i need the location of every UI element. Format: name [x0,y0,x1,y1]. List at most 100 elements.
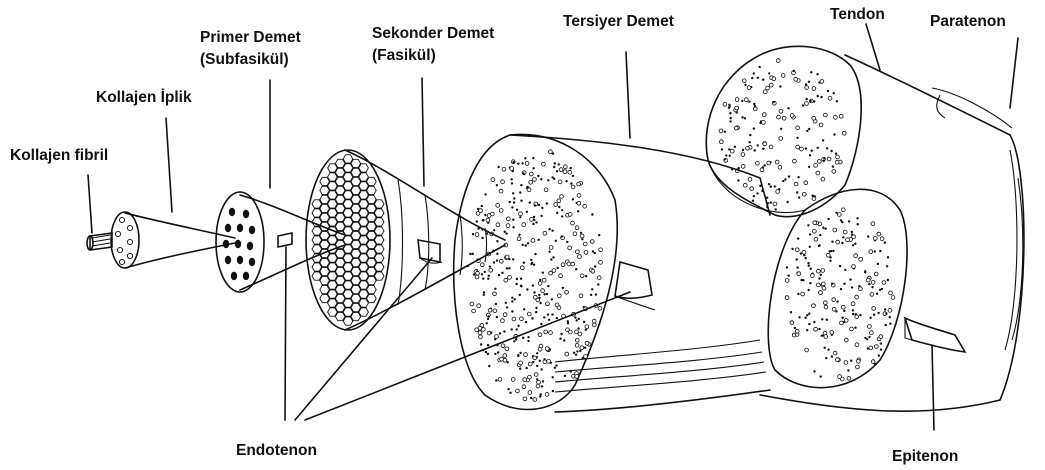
tissue-speckle [762,121,766,125]
tissue-speckle [533,219,535,221]
hex-cell [335,276,345,284]
tissue-speckle [539,279,541,281]
tissue-speckle [542,272,544,274]
hex-cell [351,204,361,212]
tissue-speckle [552,152,554,154]
hex-cell [359,209,369,217]
tissue-speckle [532,167,534,169]
tissue-speckle [519,368,521,370]
tissue-speckle [879,250,881,252]
hex-cell [343,191,353,199]
tissue-speckle [475,233,479,237]
hex-cell [320,204,330,212]
tissue-speckle [888,309,892,313]
tissue-speckle [575,330,579,334]
fiber-bundle-dot [231,272,237,280]
tissue-speckle [854,327,856,329]
tissue-speckle [801,292,805,296]
tissue-speckle [729,120,731,122]
tissue-speckle [505,302,507,304]
tissue-speckle [816,269,820,273]
tissue-speckle [525,244,527,246]
tissue-speckle [487,353,489,355]
hex-cell [374,254,384,262]
tissue-speckle [719,140,723,144]
tissue-speckle [825,357,827,359]
tissue-speckle [807,224,809,226]
tissue-speckle [808,128,810,130]
tissue-speckle [532,361,534,363]
tissue-speckle [832,165,834,167]
hex-cell [328,236,338,244]
hex-cell [320,258,330,266]
tissue-speckle [728,148,730,150]
tissue-speckle [539,395,541,397]
tissue-speckle [558,294,562,298]
tissue-speckle [729,155,731,157]
tissue-speckle [779,137,783,141]
tissue-speckle [559,274,563,278]
tissue-speckle [518,234,520,236]
tissue-speckle [855,295,859,299]
tissue-speckle [769,83,773,87]
tissue-speckle [812,229,816,233]
tissue-speckle [513,340,515,342]
hex-cell [351,267,361,275]
tissue-speckle [529,172,533,176]
fibril-circle [115,231,120,236]
tissue-speckle [514,298,516,300]
hex-cell [374,218,384,226]
tissue-speckle [796,191,798,193]
tissue-speckle [493,292,497,296]
tissue-speckle [822,286,826,290]
tissue-speckle [737,179,739,181]
tissue-speckle [795,329,799,333]
fiber-bundle-dot [235,240,241,248]
hex-cell [335,267,345,275]
tissue-speckle [867,235,869,237]
tissue-speckle [505,347,509,351]
tissue-speckle [859,314,861,316]
label-primer-demet: Primer Demet [200,28,301,47]
tissue-speckle [843,230,847,234]
hex-cell [328,299,338,307]
tissue-speckle [826,319,828,321]
tissue-speckle [824,335,828,339]
tissue-speckle [591,288,593,290]
tissue-speckle [485,351,487,353]
tissue-speckle [785,296,789,300]
hex-cell [312,209,322,217]
hex-cell [343,299,353,307]
tissue-speckle [787,107,789,109]
hex-cell [335,204,345,212]
tissue-speckle [814,237,818,241]
tissue-speckle [877,312,879,314]
hex-cell [374,227,384,235]
tissue-speckle [585,275,587,277]
tissue-speckle [880,342,882,344]
hex-cell [343,236,353,244]
tissue-speckle [585,329,587,331]
tissue-speckle [513,201,515,203]
tissue-speckle [843,283,845,285]
tissue-speckle [854,254,858,258]
tissue-speckle [541,289,545,293]
tissue-speckle [565,352,569,356]
tissue-speckle [822,139,824,141]
fiber-bundle-dot [247,242,253,250]
hex-cell [320,294,330,302]
tissue-speckle [512,219,514,221]
tissue-speckle [536,352,538,354]
tissue-speckle [575,338,579,342]
tissue-speckle [519,294,521,296]
tissue-speckle [798,196,800,198]
tissue-speckle [809,233,811,235]
tissue-speckle [808,265,810,267]
tissue-speckle [806,329,808,331]
hex-cell [351,294,361,302]
tissue-speckle [481,273,483,275]
hex-cell [374,236,384,244]
hex-cell [343,182,353,190]
hex-cell [320,267,330,275]
